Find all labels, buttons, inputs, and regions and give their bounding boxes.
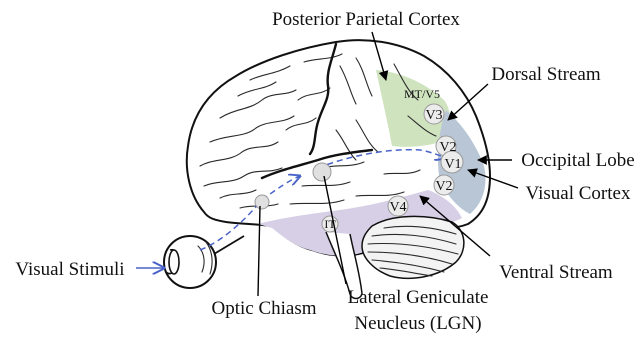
area-label-v2-upper: V2 <box>439 140 456 155</box>
label-lgn-line2: Neucleus (LGN) <box>354 313 481 334</box>
area-label-v3: V3 <box>425 108 442 123</box>
label-visual-cortex: Visual Cortex <box>526 183 631 204</box>
lgn-node <box>313 163 331 181</box>
label-lgn-line1: Lateral Geniculate <box>348 287 489 308</box>
label-occipital-lobe: Occipital Lobe <box>521 150 634 171</box>
label-visual-stimuli: Visual Stimuli <box>15 259 124 280</box>
eye-icon <box>164 236 244 288</box>
area-label-v2-lower: V2 <box>435 179 452 194</box>
label-dorsal-stream: Dorsal Stream <box>491 64 600 85</box>
optic-chiasm-node <box>255 195 269 209</box>
label-ventral-stream: Ventral Stream <box>499 262 613 283</box>
cerebellum <box>362 216 464 278</box>
area-label-mt-v5: MT/V5 <box>404 87 440 101</box>
label-posterior-parietal-cortex: Posterior Parietal Cortex <box>272 9 460 30</box>
label-optic-chiasm: Optic Chiasm <box>211 298 316 319</box>
area-label-v1: V1 <box>444 157 461 172</box>
area-label-v4: V4 <box>389 200 406 215</box>
